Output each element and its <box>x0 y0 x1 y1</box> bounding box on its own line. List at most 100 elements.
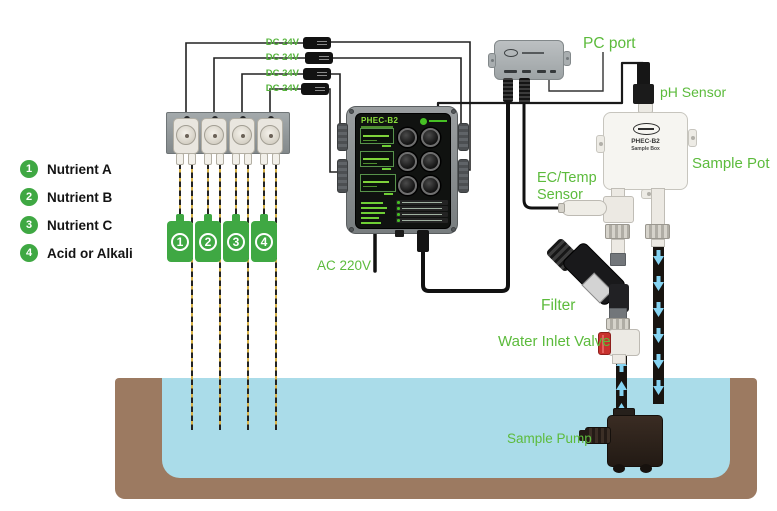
cable-port[interactable] <box>537 70 546 73</box>
controller-port-right-1 <box>458 123 469 151</box>
legend-label: Nutrient B <box>47 189 113 205</box>
valve-red-handle[interactable] <box>598 332 611 355</box>
bottle-neck <box>176 214 184 222</box>
pump-rotor-pin <box>269 134 273 138</box>
peristaltic-pump-2 <box>201 118 227 154</box>
panel-legend-text <box>361 222 381 224</box>
cable-strain-relief <box>519 78 530 104</box>
bottle-neck <box>204 214 212 222</box>
sample-pot-brand: PHEC-B2 <box>631 138 660 145</box>
screw-icon <box>349 109 354 114</box>
adjust-knob[interactable] <box>398 152 417 171</box>
bottle-tag-2: 2 <box>195 214 221 262</box>
bottle-number: 2 <box>199 233 217 251</box>
pipe-segment <box>651 188 665 226</box>
sample-pump-label: Sample Pump <box>507 431 592 446</box>
dc-power-connector <box>301 83 329 95</box>
pump-tube-stub <box>188 153 196 165</box>
box-label-text <box>522 52 544 54</box>
dc-power-connector <box>305 52 333 64</box>
ec-temp-sensor-tip <box>558 203 565 213</box>
brand-logo-icon <box>504 49 518 57</box>
dc-24v-label: DC 24V <box>265 83 299 94</box>
pc-port[interactable] <box>550 70 556 73</box>
controller-display-1 <box>360 128 394 147</box>
controller-front-panel: PHEC-B2 <box>355 113 451 229</box>
controller-port-left-2 <box>337 159 348 193</box>
controller-cable-plug <box>417 230 429 252</box>
sample-pump-body <box>607 415 663 467</box>
adjust-knob[interactable] <box>421 128 440 147</box>
controller-title: PHEC-B2 <box>361 116 399 125</box>
pump-rotor-pin <box>185 134 189 138</box>
bottle-tag-1: 1 <box>167 214 193 262</box>
controller-display-3 <box>360 174 396 195</box>
legend-item-nutrient-a: 1 Nutrient A <box>20 159 112 179</box>
panel-legend-text <box>361 202 383 204</box>
power-switch[interactable] <box>395 230 404 237</box>
sample-pot-box: PHEC-B2 Sample Box <box>596 112 697 199</box>
pipe-coupling-nut <box>645 224 670 239</box>
cable-port <box>504 70 517 73</box>
dc-power-connector <box>303 68 331 80</box>
ph-sensor-label: pH Sensor <box>660 84 727 100</box>
panel-status-row <box>396 218 448 223</box>
sample-pot-model: Sample Box <box>631 146 660 152</box>
legend-number-icon: 1 <box>20 160 38 178</box>
mounting-ear <box>688 129 697 147</box>
controller-display-2 <box>360 151 394 170</box>
ph-sensor-body <box>633 84 654 104</box>
pump-foot <box>640 464 652 473</box>
bottle-tag-3: 3 <box>223 214 249 262</box>
legend-label: Nutrient C <box>47 217 113 233</box>
controller-port-right-2 <box>458 159 469 193</box>
pump-tube-stub <box>244 153 252 165</box>
adjust-knob[interactable] <box>398 176 417 195</box>
adjust-knob[interactable] <box>421 176 440 195</box>
legend-number-icon: 3 <box>20 216 38 234</box>
dc-24v-label: DC 24V <box>265 52 299 63</box>
pump-tube-stub <box>204 153 212 165</box>
legend-item-acid-alkali: 4 Acid or Alkali <box>20 243 133 263</box>
tube-adapter <box>610 253 626 266</box>
filter-label: Filter <box>541 297 576 314</box>
adjust-knob[interactable] <box>421 152 440 171</box>
pump-tube-stub <box>176 153 184 165</box>
panel-legend-text <box>361 217 379 219</box>
pump-tube-stub <box>272 153 280 165</box>
panel-status-row <box>396 206 448 211</box>
pump-rotor-pin <box>213 134 217 138</box>
screw-icon <box>451 109 456 114</box>
peristaltic-pump-4 <box>257 118 283 154</box>
panel-legend-text <box>361 212 385 214</box>
cable-port <box>522 70 531 73</box>
adjust-knob[interactable] <box>398 128 417 147</box>
legend-item-nutrient-b: 2 Nutrient B <box>20 187 112 207</box>
screw-icon <box>349 227 354 232</box>
screw-icon <box>451 227 456 232</box>
water-inlet-valve-label: Water Inlet Valve <box>498 333 611 350</box>
pipe-segment <box>611 239 625 254</box>
ac-220v-label: AC 220V <box>317 258 372 273</box>
pump-rotor-pin <box>241 134 245 138</box>
mounting-ear <box>563 51 571 66</box>
legend-label: Nutrient A <box>47 161 112 177</box>
bottle-neck <box>260 214 268 222</box>
pipe-coupling-nut <box>605 224 630 239</box>
pipe-segment <box>612 354 626 364</box>
bottle-neck <box>232 214 240 222</box>
dc-24v-label: DC 24V <box>265 37 299 48</box>
pump-tube-stub <box>260 153 268 165</box>
dc-24v-label: DC 24V <box>265 68 299 79</box>
ec-sensor-tee-fitting <box>603 196 634 223</box>
phec-b2-controller: PHEC-B2 <box>337 106 469 237</box>
bottle-number: 3 <box>227 233 245 251</box>
cable-strain-relief <box>503 78 513 102</box>
bottle-number: 1 <box>171 233 189 251</box>
mounting-ear <box>488 53 496 68</box>
panel-status-row <box>396 200 448 205</box>
peristaltic-pump-1 <box>173 118 199 154</box>
mounting-ear <box>596 135 605 153</box>
bottle-tag-4: 4 <box>251 214 277 262</box>
